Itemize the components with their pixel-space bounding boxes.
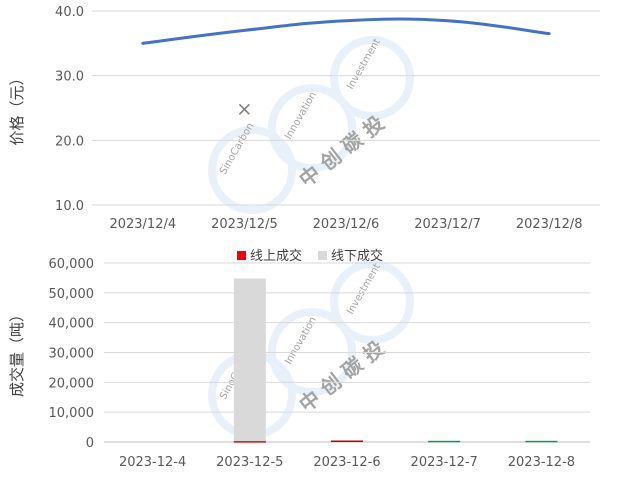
price-x-ticks: 2023/12/4 2023/12/5 2023/12/6 2023/12/7 2023… [109, 217, 582, 232]
watermark-ring [208, 126, 296, 214]
price-x-tick-label: 2023/12/8 [516, 217, 583, 232]
volume-y-tick-label: 60,000 [49, 257, 95, 272]
volume-y-tick-label: 30,000 [49, 347, 95, 362]
legend-label-online: 线上成交 [250, 248, 302, 264]
volume-chart: 成交量（吨） 线上成交 线下成交 0 10,000 20,000 30,000 40,0… [8, 248, 590, 470]
volume-y-axis-label: 成交量（吨） [8, 307, 26, 397]
price-grid [92, 10, 600, 206]
price-point-marker [238, 103, 250, 115]
volume-bar-online [428, 440, 461, 443]
volume-y-tick-label: 40,000 [49, 317, 95, 332]
price-x-tick-label: 2023/12/7 [414, 217, 481, 232]
marker-stroke [238, 103, 250, 115]
volume-x-ticks: 2023-12-4 2023-12-5 2023-12-6 2023-12-7 2023… [119, 455, 575, 470]
legend-label-offline: 线下成交 [331, 248, 383, 264]
volume-x-tick-label: 2023-12-7 [411, 455, 478, 470]
price-x-tick-label: 2023/12/6 [313, 217, 380, 232]
volume-y-tick-label: 20,000 [49, 376, 95, 391]
volume-y-tick-label: 50,000 [49, 287, 95, 302]
price-x-tick-label: 2023/12/5 [211, 217, 278, 232]
volume-grid [104, 262, 590, 443]
price-y-tick-label: 40.0 [55, 5, 84, 20]
price-x-tick-label: 2023/12/4 [109, 217, 176, 232]
volume-x-tick-label: 2023-12-4 [119, 455, 186, 470]
price-series-line [141, 17, 551, 45]
price-y-tick-label: 20.0 [55, 134, 84, 149]
volume-y-tick-label: 10,000 [49, 406, 95, 421]
watermark-top: 中 创 碳 投 SinoCarbon Innovation Investment [208, 36, 414, 214]
volume-legend: 线上成交 线下成交 [237, 248, 383, 264]
legend-swatch-offline [318, 251, 327, 260]
volume-series [233, 278, 558, 443]
price-series [141, 17, 551, 115]
volume-x-tick-label: 2023-12-6 [313, 455, 380, 470]
volume-bar-online [331, 440, 363, 443]
volume-x-tick-label: 2023-12-8 [508, 455, 575, 470]
watermark-text-cn: 中 创 碳 投 [294, 111, 388, 192]
legend-swatch-online [237, 251, 246, 260]
watermark-ring [330, 260, 414, 344]
price-y-axis-label: 价格（元） [8, 70, 26, 145]
watermark-ring [330, 36, 414, 120]
volume-bar-online [525, 440, 558, 443]
price-y-tick-label: 30.0 [55, 70, 84, 85]
volume-y-tick-label: 0 [86, 436, 94, 451]
watermark-text-cn: 中 创 碳 投 [294, 336, 388, 417]
price-y-ticks: 10.0 20.0 30.0 40.0 [55, 5, 84, 214]
volume-y-ticks: 0 10,000 20,000 30,000 40,000 50,000 60,000 [49, 257, 95, 451]
volume-x-tick-label: 2023-12-5 [216, 455, 283, 470]
watermark-ring [268, 84, 356, 172]
price-y-tick-label: 10.0 [55, 199, 84, 214]
volume-bar-online [233, 441, 266, 443]
volume-bar-offline [233, 278, 266, 442]
